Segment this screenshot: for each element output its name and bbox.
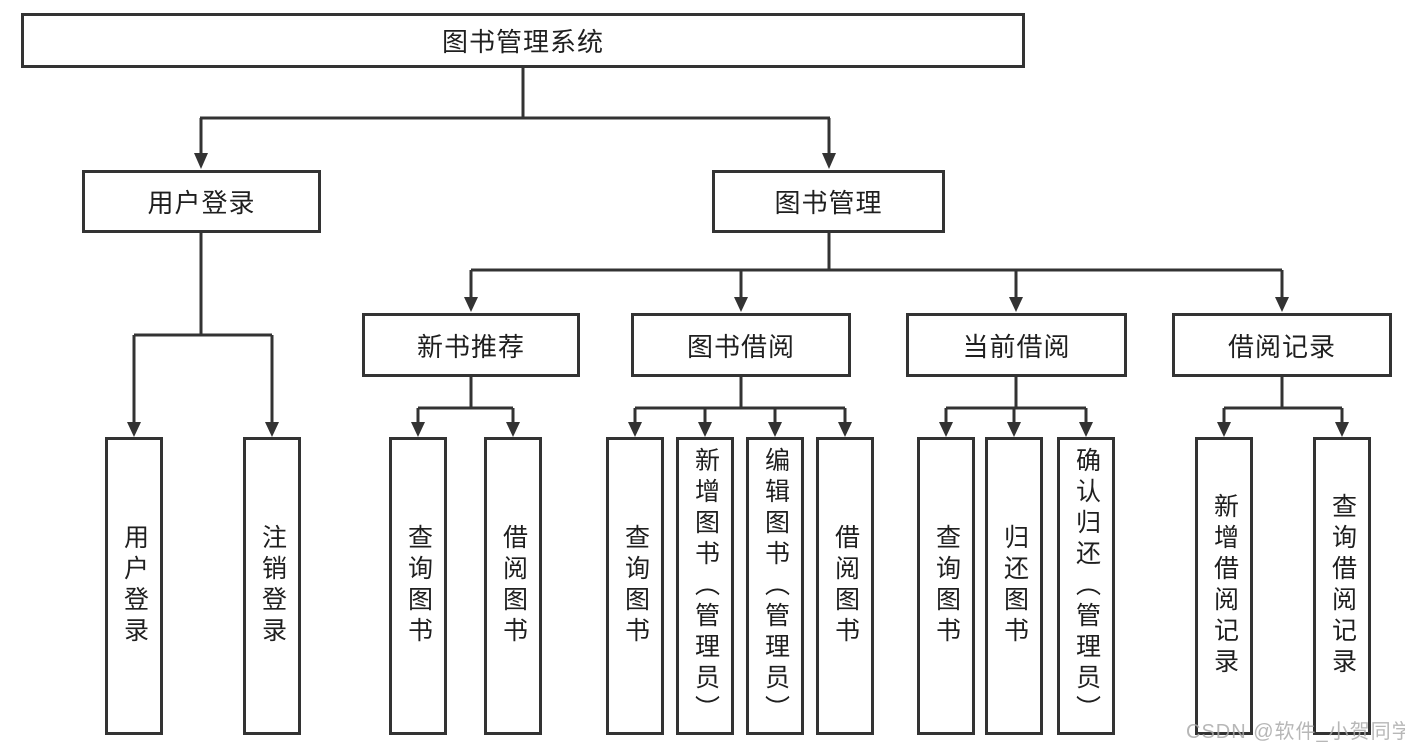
node-label: 借阅记录 — [1227, 331, 1336, 362]
node-label: 图书管理 — [774, 188, 883, 218]
node-leaf-add-borrow-record: 新增借阅记录 — [1195, 437, 1253, 735]
node-label: 查询图书 — [621, 524, 650, 648]
node-leaf-confirm-return-admin: 确认归还（管理员） — [1057, 437, 1115, 735]
node-label: 编辑图书（管理员） — [761, 446, 790, 726]
node-label: 查询图书 — [932, 524, 961, 648]
node-label: 借阅图书 — [499, 524, 528, 648]
node-leaf-return-books: 归还图书 — [985, 437, 1043, 735]
node-leaf-add-books-admin: 新增图书（管理员） — [676, 437, 734, 735]
node-new-book-recommendation: 新书推荐 — [362, 313, 580, 377]
node-current-borrowing: 当前借阅 — [906, 313, 1127, 377]
node-label: 注销登录 — [258, 524, 287, 648]
node-label: 新增借阅记录 — [1210, 493, 1239, 679]
node-label: 查询借阅记录 — [1328, 493, 1357, 679]
watermark: CSDN @软件_小贺同学 — [1186, 721, 1405, 743]
node-label: 归还图书 — [1000, 524, 1029, 648]
node-label: 查询图书 — [404, 524, 433, 648]
node-label: 图书管理系统 — [441, 27, 604, 57]
node-label: 确认归还（管理员） — [1072, 446, 1101, 726]
node-label: 新书推荐 — [416, 331, 525, 362]
node-book-borrowing: 图书借阅 — [631, 313, 851, 377]
node-leaf-borrow-books-recommend: 借阅图书 — [484, 437, 542, 735]
node-leaf-query-books-recommend: 查询图书 — [389, 437, 447, 735]
node-label: 图书借阅 — [686, 331, 795, 362]
node-library-management-system: 图书管理系统 — [21, 13, 1025, 68]
node-leaf-logout: 注销登录 — [243, 437, 301, 735]
node-leaf-user-login: 用户登录 — [105, 437, 163, 735]
node-leaf-query-books-current: 查询图书 — [917, 437, 975, 735]
node-leaf-edit-books-admin: 编辑图书（管理员） — [746, 437, 804, 735]
node-book-management: 图书管理 — [712, 170, 945, 233]
node-label: 借阅图书 — [831, 524, 860, 648]
node-leaf-query-borrow-record: 查询借阅记录 — [1313, 437, 1371, 735]
node-borrowing-records: 借阅记录 — [1172, 313, 1392, 377]
node-user-login: 用户登录 — [82, 170, 321, 233]
node-leaf-query-books-borrowing: 查询图书 — [606, 437, 664, 735]
node-label: 当前借阅 — [962, 331, 1071, 362]
node-label: 新增图书（管理员） — [691, 446, 720, 726]
node-label: 用户登录 — [147, 188, 256, 218]
node-label: 用户登录 — [120, 524, 149, 648]
node-leaf-borrow-books-borrowing: 借阅图书 — [816, 437, 874, 735]
